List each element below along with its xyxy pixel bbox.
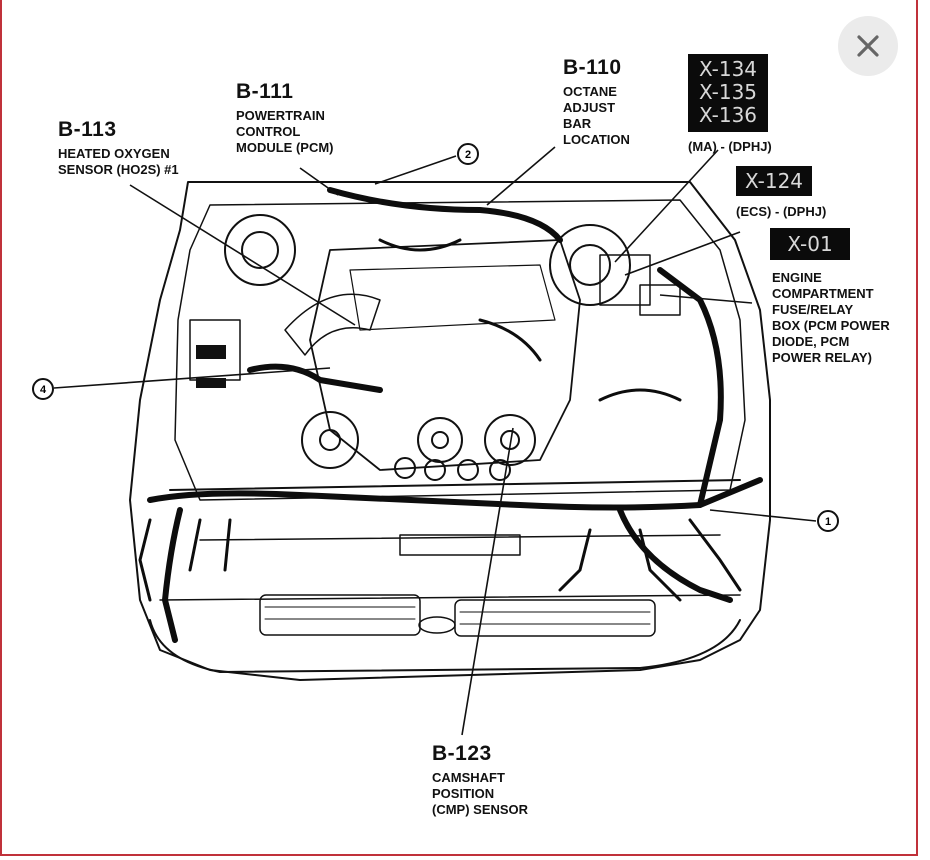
- b110-description: OCTANE ADJUST BAR LOCATION: [563, 84, 630, 148]
- callout-4-label: 4: [40, 384, 47, 396]
- x01-code: X-01: [787, 232, 833, 256]
- pulley: [301, 411, 359, 469]
- ford-emblem: [418, 616, 456, 634]
- x134-group-box: X-134 X-135 X-136: [688, 54, 768, 132]
- x01-box: X-01: [770, 228, 850, 260]
- b113-description: HEATED OXYGEN SENSOR (HO2S) #1: [58, 146, 179, 178]
- b123-description: CAMSHAFT POSITION (CMP) SENSOR: [432, 770, 528, 818]
- close-button[interactable]: [838, 16, 898, 76]
- engine-block: [309, 239, 581, 471]
- x01-line-4: BOX (PCM POWER: [772, 318, 890, 333]
- callout-4: 4: [32, 378, 54, 400]
- leader-b111: [299, 167, 339, 196]
- x134-code: X-134: [698, 57, 758, 81]
- x135-code: X-135: [698, 80, 758, 104]
- leader-x01: [659, 294, 753, 304]
- b123-line-1: CAMSHAFT: [432, 770, 505, 785]
- air-intake: [284, 293, 381, 356]
- b110-line-1: OCTANE: [563, 84, 617, 99]
- x124-sub: (ECS) - (DPHJ): [736, 204, 827, 219]
- leader-b110: [486, 146, 556, 206]
- leader-c2: [374, 155, 457, 185]
- grille: [259, 594, 421, 636]
- x01-line-6: POWER RELAY): [772, 350, 872, 365]
- x01-line-5: DIODE, PCM: [772, 334, 850, 349]
- right-strut-tower: [549, 224, 631, 306]
- b113-line-1: HEATED OXYGEN: [58, 146, 170, 161]
- leader-c4: [53, 367, 331, 389]
- vehicle-outline: [129, 181, 771, 681]
- x136-code: X-136: [698, 103, 758, 127]
- x124-box: X-124: [736, 166, 812, 196]
- b123-code: B-123: [432, 742, 492, 765]
- x124-code: X-124: [744, 169, 804, 193]
- b113-code: B-113: [58, 118, 117, 141]
- close-icon: [857, 35, 879, 57]
- b111-code: B-111: [236, 80, 294, 103]
- callout-2-label: 2: [465, 149, 471, 161]
- b111-line-2: CONTROL: [236, 124, 301, 139]
- leader-x124: [624, 231, 741, 276]
- front-bumper: [149, 619, 741, 673]
- x01-line-3: FUSE/RELAY: [772, 302, 854, 317]
- callout-2: 2: [457, 143, 479, 165]
- x134-group-sub: (MA) - (DPHJ): [688, 139, 772, 154]
- b110-line-2: ADJUST: [563, 100, 616, 115]
- b123-line-2: POSITION: [432, 786, 495, 801]
- callout-1-label: 1: [825, 516, 831, 528]
- leader-b113: [129, 184, 356, 326]
- b110-code: B-110: [563, 56, 622, 79]
- fuse-box: [599, 254, 651, 306]
- leader-c1: [709, 509, 817, 522]
- b113-line-2: SENSOR (HO2S) #1: [58, 162, 179, 177]
- b111-line-3: MODULE (PCM): [236, 140, 334, 155]
- leader-x134: [614, 149, 719, 263]
- main-harness: [147, 477, 763, 511]
- x01-line-2: COMPARTMENT: [772, 286, 874, 301]
- leader-b123: [461, 427, 514, 736]
- x01-description: ENGINE COMPARTMENT FUSE/RELAY BOX (PCM P…: [772, 270, 890, 366]
- callout-1: 1: [817, 510, 839, 532]
- b111-line-1: POWERTRAIN: [236, 108, 325, 123]
- x01-line-1: ENGINE: [772, 270, 822, 285]
- b110-line-3: BAR: [563, 116, 592, 131]
- b123-line-3: (CMP) SENSOR: [432, 802, 529, 817]
- left-strut-tower: [224, 214, 296, 286]
- b111-description: POWERTRAIN CONTROL MODULE (PCM): [236, 108, 334, 156]
- b110-line-4: LOCATION: [563, 132, 630, 147]
